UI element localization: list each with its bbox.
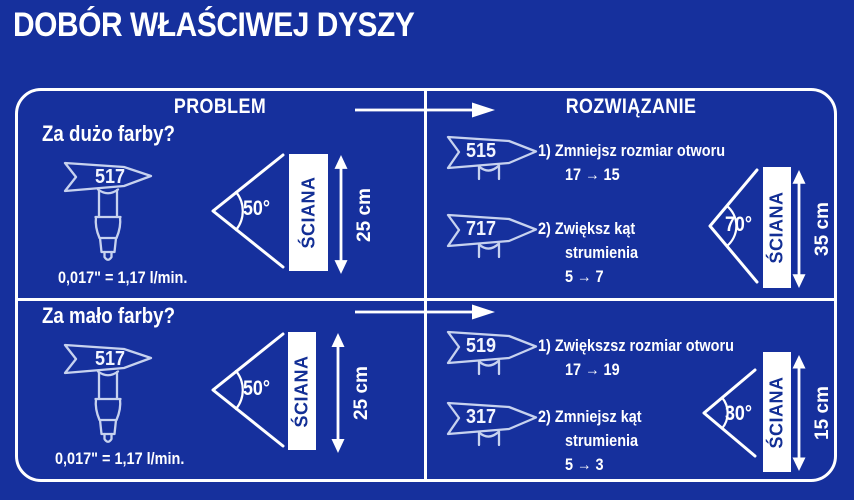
flow-rate-label: 0,017" = 1,17 l/min. xyxy=(55,449,185,468)
tip-number: 515 xyxy=(465,140,497,162)
solution-step-text: 5 → 3 xyxy=(565,455,604,474)
distance-arrow-icon xyxy=(792,355,806,471)
distance-arrow-icon xyxy=(334,155,348,274)
spray-angle-label: 70° xyxy=(725,213,753,236)
spray-fan-icon xyxy=(702,368,757,458)
panel-border xyxy=(15,88,837,482)
solution-step-text: 5 → 7 xyxy=(565,267,604,286)
spray-angle-label: 50° xyxy=(243,197,271,220)
distance-arrow-icon xyxy=(331,333,345,453)
flow-arrow-icon xyxy=(355,304,495,320)
wall-label: ŚCIANA xyxy=(291,354,312,428)
wall-rect: ŚCIANA xyxy=(763,352,791,472)
flow-rate-label: 0,017" = 1,17 l/min. xyxy=(58,268,188,287)
spray-angle-label: 30° xyxy=(725,402,753,425)
divider-horizontal xyxy=(18,298,834,301)
wall-distance-label: 25 cm xyxy=(351,366,372,420)
wall-rect: ŚCIANA xyxy=(763,167,791,288)
wall-rect: ŚCIANA xyxy=(288,332,316,450)
problem-question: Za mało farby? xyxy=(42,303,176,328)
wall-label: ŚCIANA xyxy=(298,176,319,249)
distance-arrow-icon xyxy=(792,170,806,288)
solution-header: ROZWIĄZANIE xyxy=(565,95,697,118)
flow-arrow-icon xyxy=(355,102,495,118)
problem-question: Za dużo farby? xyxy=(42,121,175,146)
solution-step-text: 17 → 19 xyxy=(565,360,620,379)
tip-number: 317 xyxy=(465,406,497,428)
wall-distance-label: 35 cm xyxy=(812,202,833,256)
solution-step-text: strumienia xyxy=(565,431,639,450)
solution-step-text: 17 → 15 xyxy=(565,165,620,184)
solution-step-text: strumienia xyxy=(565,243,639,262)
solution-step-text: 2) Zwiększ kąt xyxy=(538,219,636,238)
spray-fan-icon xyxy=(211,332,285,448)
solution-step-text: 1) Zwiększsz rozmiar otworu xyxy=(538,336,734,355)
tip-number: 517 xyxy=(94,166,126,188)
solution-step-text: 2) Zmniejsz kąt xyxy=(538,407,642,426)
wall-rect: ŚCIANA xyxy=(289,154,328,271)
tip-number: 519 xyxy=(465,335,497,357)
problem-header: PROBLEM xyxy=(173,95,267,118)
wall-distance-label: 15 cm xyxy=(812,386,833,440)
wall-label: ŚCIANA xyxy=(766,191,787,264)
wall-distance-label: 25 cm xyxy=(354,187,375,242)
spray-fan-icon xyxy=(211,153,285,269)
wall-label: ŚCIANA xyxy=(766,375,787,449)
tip-number: 517 xyxy=(94,348,126,370)
divider-vertical xyxy=(424,91,427,479)
tip-number: 717 xyxy=(465,218,497,240)
page-title: DOBÓR WŁAŚCIWEJ DYSZY xyxy=(13,6,415,44)
spray-fan-icon xyxy=(708,168,759,284)
spray-angle-label: 50° xyxy=(243,377,271,400)
solution-step-text: 1) Zmniejsz rozmiar otworu xyxy=(538,141,726,160)
